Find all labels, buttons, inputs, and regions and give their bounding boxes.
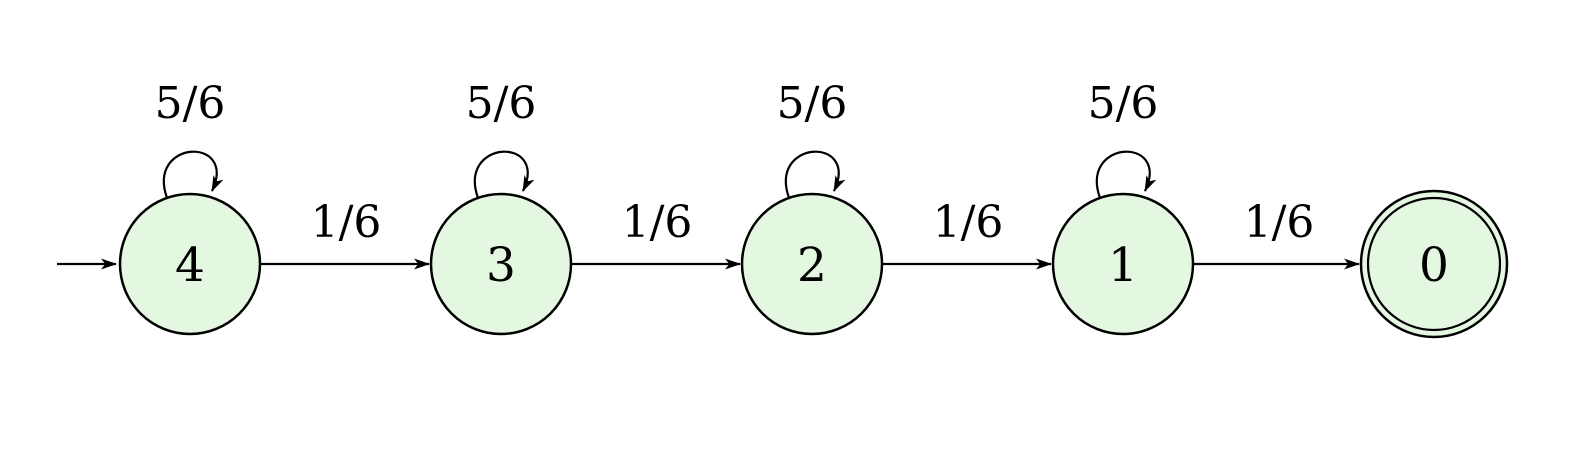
state-node-0-inner — [1366, 196, 1502, 332]
self-loop-arrow-3 — [473, 150, 535, 199]
state-group-1: 5/6 1 — [1051, 78, 1195, 336]
self-loop-label-2: 5/6 — [777, 78, 848, 129]
self-loop-label-3: 5/6 — [466, 78, 537, 129]
self-loop-label-1: 5/6 — [1088, 78, 1159, 129]
state-label-4: 4 — [175, 238, 205, 293]
state-group-3: 5/6 3 — [429, 78, 573, 336]
transition-label-1-0: 1/6 — [1244, 197, 1315, 248]
state-label-1: 1 — [1108, 238, 1138, 293]
state-label-0: 0 — [1419, 238, 1449, 293]
transition-label-2-1: 1/6 — [933, 197, 1004, 248]
self-loop-arrow-4 — [162, 150, 224, 199]
state-label-2: 2 — [797, 238, 827, 293]
state-label-3: 3 — [486, 238, 516, 293]
state-group-0: 0 — [1359, 189, 1509, 339]
state-node-0-outer — [1359, 189, 1509, 339]
state-group-4: 5/6 4 — [118, 78, 262, 336]
transition-label-3-2: 1/6 — [622, 197, 693, 248]
self-loop-arrow-1 — [1095, 150, 1157, 199]
transition-label-4-3: 1/6 — [311, 197, 382, 248]
self-loop-label-4: 5/6 — [155, 78, 226, 129]
state-group-2: 5/6 2 — [740, 78, 884, 336]
self-loop-arrow-2 — [784, 150, 846, 199]
